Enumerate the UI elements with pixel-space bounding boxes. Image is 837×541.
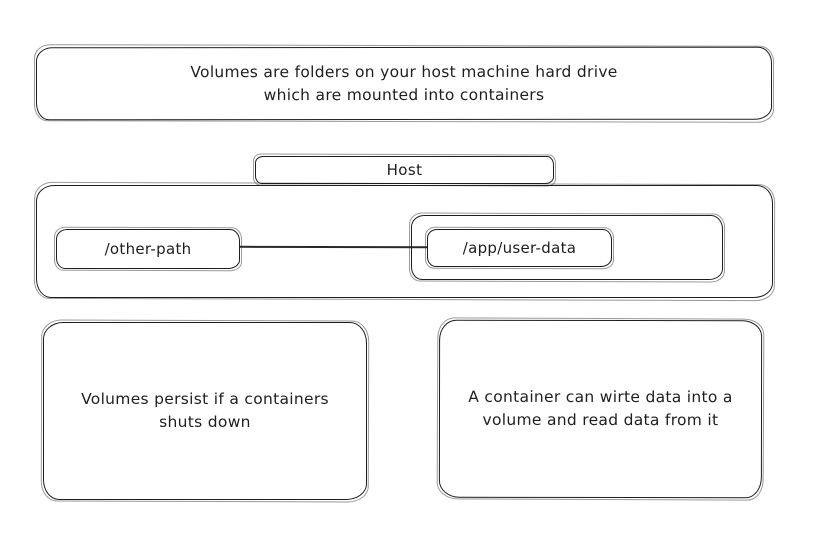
volumes-persist-note-text: Volumes persist if a containers shuts do… [81, 388, 329, 434]
host-container-box [36, 185, 773, 298]
container-readwrite-line1: A container can wirte data into a [468, 387, 733, 407]
container-readwrite-note-text: A container can wirte data into a volume… [468, 386, 733, 432]
volumes-persist-line2: shuts down [159, 413, 251, 431]
volumes-definition-note-text: Volumes are folders on your host machine… [190, 60, 617, 106]
mount-connector-line [239, 245, 429, 249]
volumes-persist-note-box: Volumes persist if a containers shuts do… [43, 322, 367, 500]
volume-outer-box [411, 215, 723, 280]
app-user-data-box: /app/user-data [427, 229, 612, 267]
other-path-label: /other-path [104, 240, 192, 258]
app-user-data-label: /app/user-data [462, 239, 577, 257]
host-label: Host [386, 161, 423, 179]
host-label-box: Host [255, 156, 554, 184]
volumes-definition-line1: Volumes are folders on your host machine… [190, 62, 618, 81]
volumes-definition-line2: which are mounted into containers [263, 85, 545, 104]
volumes-persist-line1: Volumes persist if a containers [81, 390, 329, 408]
other-path-box: /other-path [56, 229, 240, 269]
container-readwrite-note-box: A container can wirte data into a volume… [438, 319, 763, 499]
container-readwrite-line2: volume and read data from it [482, 410, 719, 430]
volumes-definition-note-box: Volumes are folders on your host machine… [35, 46, 773, 121]
